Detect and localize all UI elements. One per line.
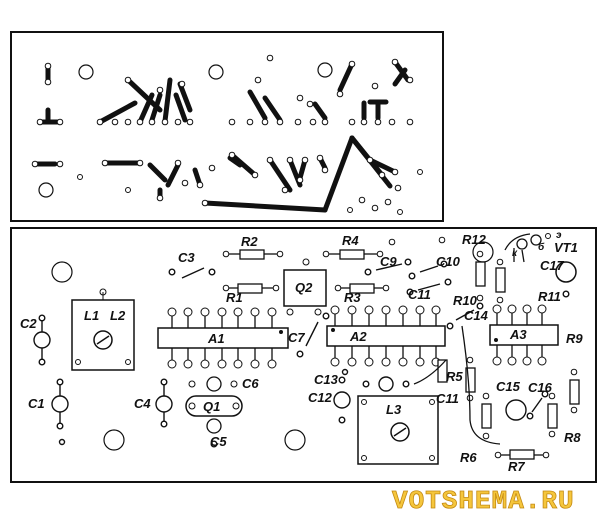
label-c5: C5 (210, 434, 227, 449)
coil-l3 (357, 395, 439, 465)
transistor-q1 (185, 376, 243, 434)
ic-a2-label: A2 (349, 329, 367, 344)
label-c10: C10 (436, 254, 461, 269)
label-r6: R6 (460, 450, 477, 465)
copper-pads (31, 54, 423, 215)
site-watermark: VOTSHEMA.RU (392, 486, 575, 516)
label-c7: C7 (288, 330, 305, 345)
label-c16: C16 (528, 380, 553, 395)
vt1-pin-k: к (512, 248, 518, 259)
label-r3: R3 (344, 290, 361, 305)
label-r2: R2 (241, 234, 258, 249)
label-r8: R8 (564, 430, 581, 445)
label-c9: C9 (380, 254, 397, 269)
transistor-q2-label: Q2 (295, 280, 313, 295)
copper-traces (32, 59, 411, 213)
transistor-q2 (283, 258, 327, 316)
label-r5: R5 (446, 369, 463, 384)
label-r10: R10 (453, 293, 478, 308)
label-c6: C6 (242, 376, 259, 391)
coil-l1-label: L1 (84, 308, 99, 323)
transistor-q1-label: Q1 (203, 399, 220, 414)
label-c1: C1 (28, 396, 45, 411)
label-r9: R9 (566, 331, 583, 346)
label-c11-top: C11 (408, 287, 431, 302)
label-c11-mid: C11 (436, 391, 459, 406)
coil-l1-l2 (71, 288, 135, 371)
resistor-bodies (226, 249, 580, 460)
label-r1: R1 (226, 290, 243, 305)
transistor-vt1-label: VT1 (554, 240, 578, 255)
ic-pin-pads (167, 304, 547, 369)
label-r11: R11 (538, 289, 561, 304)
label-c17: C17 (540, 258, 565, 273)
capacitor-bodies (33, 258, 570, 448)
transistor-vt1 (504, 233, 577, 283)
label-r7: R7 (508, 459, 525, 474)
ic-a1-label: A1 (207, 331, 225, 346)
mounting-holes (51, 241, 494, 451)
label-c14: C14 (464, 308, 489, 323)
label-c3: C3 (178, 250, 195, 265)
label-c13: C13 (314, 372, 339, 387)
coil-l2-label: L2 (110, 308, 126, 323)
label-r4: R4 (342, 233, 359, 248)
vt1-pin-b: б (538, 241, 545, 253)
coil-l3-label: L3 (386, 402, 402, 417)
copper-side-panel (10, 31, 444, 222)
label-c15: C15 (496, 379, 521, 394)
label-r12: R12 (462, 232, 487, 247)
component-labels: R2 R1 R4 R3 R5 R6 R7 R8 R9 R10 R11 R12 C… (20, 232, 583, 474)
label-c12: C12 (308, 390, 333, 405)
label-c4: C4 (134, 396, 151, 411)
ic-a3-label: A3 (509, 327, 527, 342)
vt1-pin-e: э (556, 230, 562, 241)
label-c2: C2 (20, 316, 37, 331)
jumper-wires (413, 248, 525, 445)
